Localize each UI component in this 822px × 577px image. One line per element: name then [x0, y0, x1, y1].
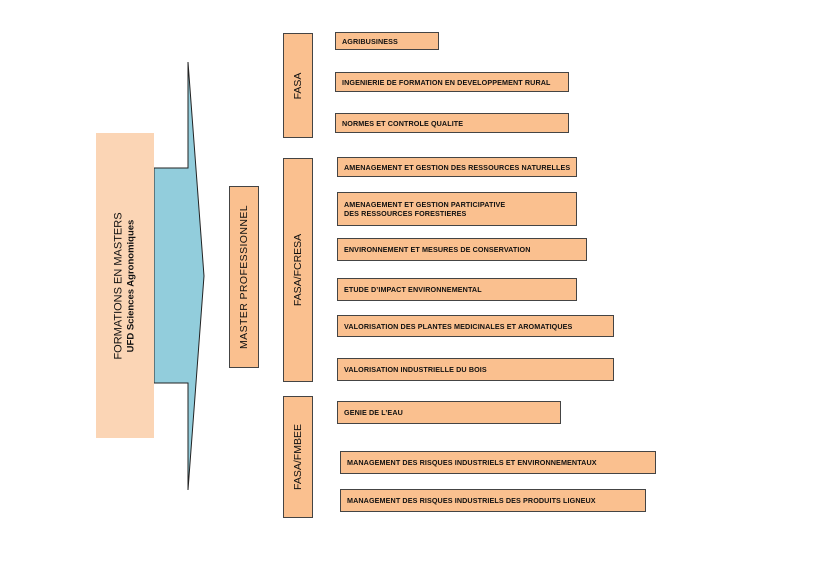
program-item: AGRIBUSINESS [335, 32, 439, 50]
group-label-fasa-fmbee: FASA/FMBEE [292, 424, 304, 490]
group-label-fasa: FASA [292, 72, 304, 99]
program-item: VALORISATION INDUSTRIELLE DU BOIS [337, 358, 614, 381]
group-box-fasa-fcresa: FASA/FCRESA [283, 158, 313, 382]
program-item: INGENIERIE DE FORMATION EN DEVELOPPEMENT… [335, 72, 569, 92]
master-professionnel-box: MASTER PROFESSIONNEL [229, 186, 259, 368]
main-title: FORMATIONS EN MASTERS [112, 211, 125, 360]
main-title-box: FORMATIONS EN MASTERS UFD Sciences Agron… [96, 133, 154, 438]
program-item: MANAGEMENT DES RISQUES INDUSTRIELS DES P… [340, 489, 646, 512]
flow-arrow-shape [154, 61, 205, 491]
program-item: AMENAGEMENT ET GESTION DES RESSOURCES NA… [337, 157, 577, 177]
program-item: ETUDE D’IMPACT ENVIRONNEMENTAL [337, 278, 577, 301]
group-box-fasa: FASA [283, 33, 313, 138]
program-item: AMENAGEMENT ET GESTION PARTICIPATIVE DES… [337, 192, 577, 226]
program-item: VALORISATION DES PLANTES MEDICINALES ET … [337, 315, 614, 337]
main-subtitle: UFD Sciences Agronomiques [125, 219, 137, 352]
program-item: MANAGEMENT DES RISQUES INDUSTRIELS ET EN… [340, 451, 656, 474]
master-label: MASTER PROFESSIONNEL [238, 205, 250, 349]
program-item: NORMES ET CONTROLE QUALITE [335, 113, 569, 133]
program-item: GENIE DE L’EAU [337, 401, 561, 424]
group-label-fasa-fcresa: FASA/FCRESA [292, 233, 304, 307]
program-item: ENVIRONNEMENT ET MESURES DE CONSERVATION [337, 238, 587, 261]
group-box-fasa-fmbee: FASA/FMBEE [283, 396, 313, 518]
